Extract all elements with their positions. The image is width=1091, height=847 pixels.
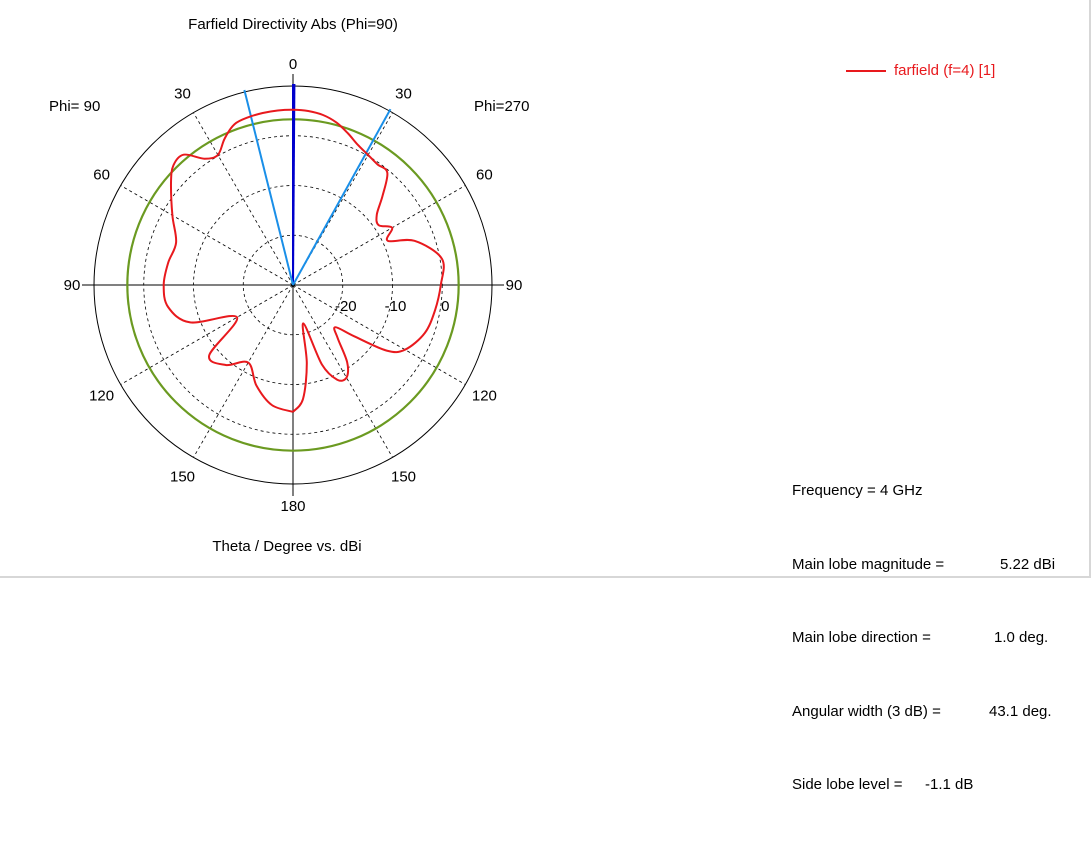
grid-spoke (292, 284, 466, 385)
angle-tick-right: 60 (476, 167, 493, 184)
info-side-lobe: Side lobe level = -1.1 dB (792, 773, 1055, 798)
series-layer (162, 108, 445, 413)
side-lobe-value: -1.1 dB (925, 776, 974, 793)
phi-left-label: Phi= 90 (49, 98, 100, 115)
polar-plot: Farfield Directivity Abs (Phi=90) Phi= 9… (49, 16, 529, 555)
beam-marker-line (292, 83, 296, 286)
info-angular-width: Angular width (3 dB) = 43.1 deg. (792, 700, 1055, 725)
main-lobe-direction-label: Main lobe direction = (792, 629, 931, 646)
chart-title: Farfield Directivity Abs (Phi=90) (188, 16, 398, 33)
angle-tick-right: 30 (395, 86, 412, 103)
angle-tick-left: 90 (64, 277, 81, 294)
beam-marker-line (243, 89, 294, 286)
angle-tick-top: 0 (289, 56, 297, 73)
series-line (162, 108, 445, 413)
side-lobe-label: Side lobe level = (792, 776, 903, 793)
angle-tick-left: 30 (174, 86, 191, 103)
angle-tick-right: 150 (391, 468, 416, 485)
plot-window: Farfield Directivity Abs (Phi=90) Phi= 9… (0, 0, 1091, 793)
angle-tick-left: 150 (170, 468, 195, 485)
angle-tick-left: 120 (89, 388, 114, 405)
angle-tick-bottom: 180 (280, 498, 305, 515)
tick-labels: 30 60 90 120 150 30 60 90 120 150 0 180 -20 -10 0 (64, 56, 523, 515)
radial-tick-label: 0 (441, 298, 449, 315)
radial-tick-label: -20 (335, 298, 357, 315)
phi-right-label: Phi=270 (474, 98, 529, 115)
main-lobe-direction-value: 1.0 deg. (994, 629, 1049, 646)
angle-tick-left: 60 (93, 167, 110, 184)
beam-markers (243, 83, 392, 286)
results-panel: Frequency = 4 GHz Main lobe magnitude = … (792, 430, 1055, 847)
main-lobe-magnitude-value: 5.22 dBi (1000, 555, 1056, 573)
angle-tick-right: 90 (506, 277, 523, 294)
angle-tick-right: 120 (472, 388, 497, 405)
radial-tick-label: -10 (385, 298, 407, 315)
info-main-lobe-magnitude: Main lobe magnitude = 5.22 dBi (792, 553, 1055, 578)
main-lobe-magnitude-label: Main lobe magnitude = (792, 555, 945, 573)
legend: farfield (f=4) [1] (846, 62, 995, 79)
angular-width-label: Angular width (3 dB) = (792, 702, 941, 720)
grid-spoke (120, 185, 294, 286)
beam-marker-line (292, 108, 392, 286)
info-frequency: Frequency = 4 GHz (792, 479, 1055, 504)
grid-spoke (193, 284, 294, 458)
angular-width-value: 43.1 deg. (989, 702, 1052, 720)
frequency-text: Frequency = 4 GHz (792, 482, 923, 499)
info-main-lobe-direction: Main lobe direction = 1.0 deg. (792, 626, 1055, 651)
x-axis-label: Theta / Degree vs. dBi (212, 538, 361, 555)
legend-entry: farfield (f=4) [1] (894, 62, 996, 79)
legend-swatch (846, 69, 886, 72)
